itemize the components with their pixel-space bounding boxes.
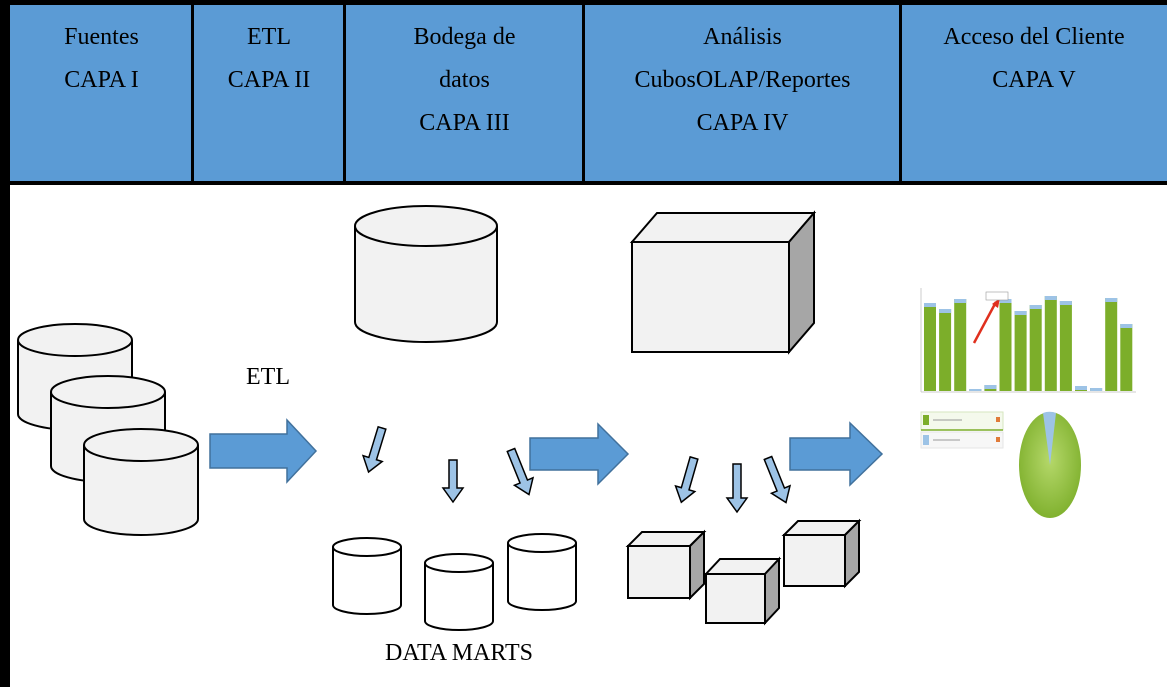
header-etl: ETL CAPA II	[193, 0, 345, 183]
header-acceso: Acceso del Cliente CAPA V	[901, 0, 1167, 183]
arrow-to-datamart-1	[361, 425, 387, 474]
datamart-cylinder-2	[424, 553, 494, 631]
client-bar	[954, 299, 967, 391]
client-bar	[1014, 311, 1027, 391]
client-bar-cap	[939, 309, 952, 313]
client-bar-cap	[954, 299, 967, 303]
datamart-cylinder-3	[507, 533, 577, 611]
header-analisis-line3: CAPA IV	[696, 110, 789, 136]
olap-cube-small-1	[625, 529, 707, 601]
client-pie-chart	[1019, 411, 1081, 518]
etl-label: ETL	[246, 364, 290, 390]
arrow-to-cube-1	[674, 455, 699, 504]
client-bar-cap	[1105, 298, 1118, 302]
divider-1	[191, 0, 194, 183]
header-etl-line1: ETL	[247, 24, 291, 50]
header-bodega-line2: datos	[439, 67, 490, 93]
client-bar	[1044, 296, 1057, 391]
header-acceso-line1: Acceso del Cliente	[943, 24, 1125, 50]
divider-3	[582, 0, 585, 183]
header-analisis-line1: Análisis	[703, 24, 782, 50]
client-bar-cap	[1059, 301, 1072, 305]
header-fuentes-line2: CAPA I	[64, 67, 139, 93]
header-bodega-line1: Bodega de	[413, 24, 516, 50]
border-left	[0, 0, 10, 687]
client-bar-cap	[984, 385, 997, 389]
arrow-warehouse-to-olap	[529, 422, 630, 486]
datamart-cylinder-1	[332, 537, 402, 615]
client-bar-cap	[1090, 388, 1103, 391]
client-bar-cap	[1075, 386, 1087, 390]
olap-cube-small-2	[703, 556, 782, 626]
client-bar-cap	[969, 389, 982, 391]
header-bodega-line3: CAPA III	[419, 110, 510, 136]
client-bar-chart	[920, 288, 1136, 393]
header-etl-line2: CAPA II	[227, 67, 311, 93]
client-bar-cap	[1014, 311, 1027, 315]
arrow-to-datamart-3	[506, 447, 535, 496]
client-bar	[1029, 305, 1042, 391]
border-header-bottom	[0, 181, 1167, 185]
client-bar-cap	[1120, 324, 1133, 328]
client-bar-cap	[924, 303, 936, 307]
client-bar-cap	[1044, 296, 1057, 300]
arrow-to-cube-2	[725, 463, 749, 514]
arrow-olap-to-client	[789, 421, 884, 487]
header-acceso-line2: CAPA V	[992, 67, 1076, 93]
client-chart-annotation	[972, 291, 1009, 344]
divider-4	[899, 0, 902, 183]
header-analisis: Análisis CubosOLAP/Reportes CAPA IV	[584, 0, 901, 183]
client-legend-panel	[920, 411, 1004, 449]
arrow-to-cube-3	[763, 455, 792, 504]
header-bodega: Bodega de datos CAPA III	[345, 0, 584, 183]
client-bar	[939, 309, 952, 391]
arrow-sources-to-etl	[209, 418, 318, 484]
client-bar	[924, 303, 936, 391]
arrow-to-datamart-2	[441, 459, 465, 504]
header-fuentes-line1: Fuentes	[64, 24, 139, 50]
client-bar	[1059, 301, 1072, 391]
client-bar	[999, 299, 1012, 391]
header-analisis-line2: CubosOLAP/Reportes	[634, 67, 851, 93]
source-cylinder-3	[83, 428, 199, 536]
warehouse-cylinder	[354, 205, 498, 343]
olap-cube-small-3	[781, 518, 862, 589]
client-bar	[1120, 324, 1133, 391]
client-bar-cap	[1029, 305, 1042, 309]
data-marts-label: DATA MARTS	[385, 640, 533, 666]
divider-2	[343, 0, 346, 183]
client-bar-cap	[999, 299, 1012, 303]
client-bar	[1105, 298, 1118, 391]
olap-cube-large	[629, 210, 817, 355]
header-fuentes: Fuentes CAPA I	[10, 0, 193, 183]
